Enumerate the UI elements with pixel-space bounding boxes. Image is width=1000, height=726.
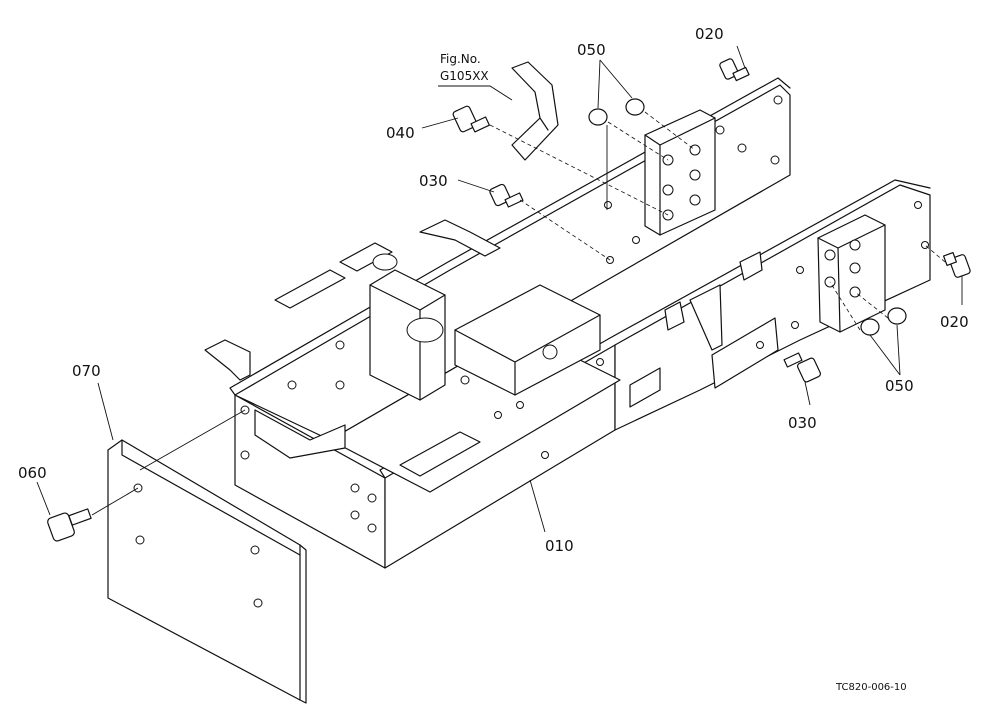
nuts-050-bottom [860, 307, 907, 336]
bolt-020-top [719, 58, 750, 82]
fig-no-value: G105XX [440, 69, 489, 83]
callout-070: 070 [72, 362, 101, 380]
bolt-020-right [942, 251, 971, 278]
nuts-050-top [588, 98, 645, 126]
callout-010: 010 [545, 537, 574, 555]
callout-030-bottom: 030 [788, 414, 817, 432]
bolt-040 [452, 105, 490, 133]
callout-060: 060 [18, 464, 47, 482]
main-frame-010 [204, 77, 931, 569]
figure-reference: Fig.No. G105XX [440, 52, 489, 83]
callout-040: 040 [386, 124, 415, 142]
assembly-lines [91, 111, 946, 516]
fig-no-label: Fig.No. [440, 52, 481, 66]
bolt-060 [47, 508, 92, 542]
callout-030-top: 030 [419, 172, 448, 190]
callout-050-top: 050 [577, 41, 606, 59]
leader-lines [36, 45, 963, 533]
callout-050-bottom: 050 [885, 377, 914, 395]
callout-020-top: 020 [695, 25, 724, 43]
frame-holes [240, 95, 929, 533]
drawing-code: TC820-006-10 [835, 682, 907, 693]
bracket-g105xx [511, 61, 559, 161]
bolt-030-bottom [783, 352, 821, 383]
cover-plate-070 [107, 439, 307, 704]
callout-020-right: 020 [940, 313, 969, 331]
callout-labels: 010 020 020 030 030 040 050 050 060 070 [18, 25, 969, 555]
bolt-030-top [489, 183, 524, 208]
